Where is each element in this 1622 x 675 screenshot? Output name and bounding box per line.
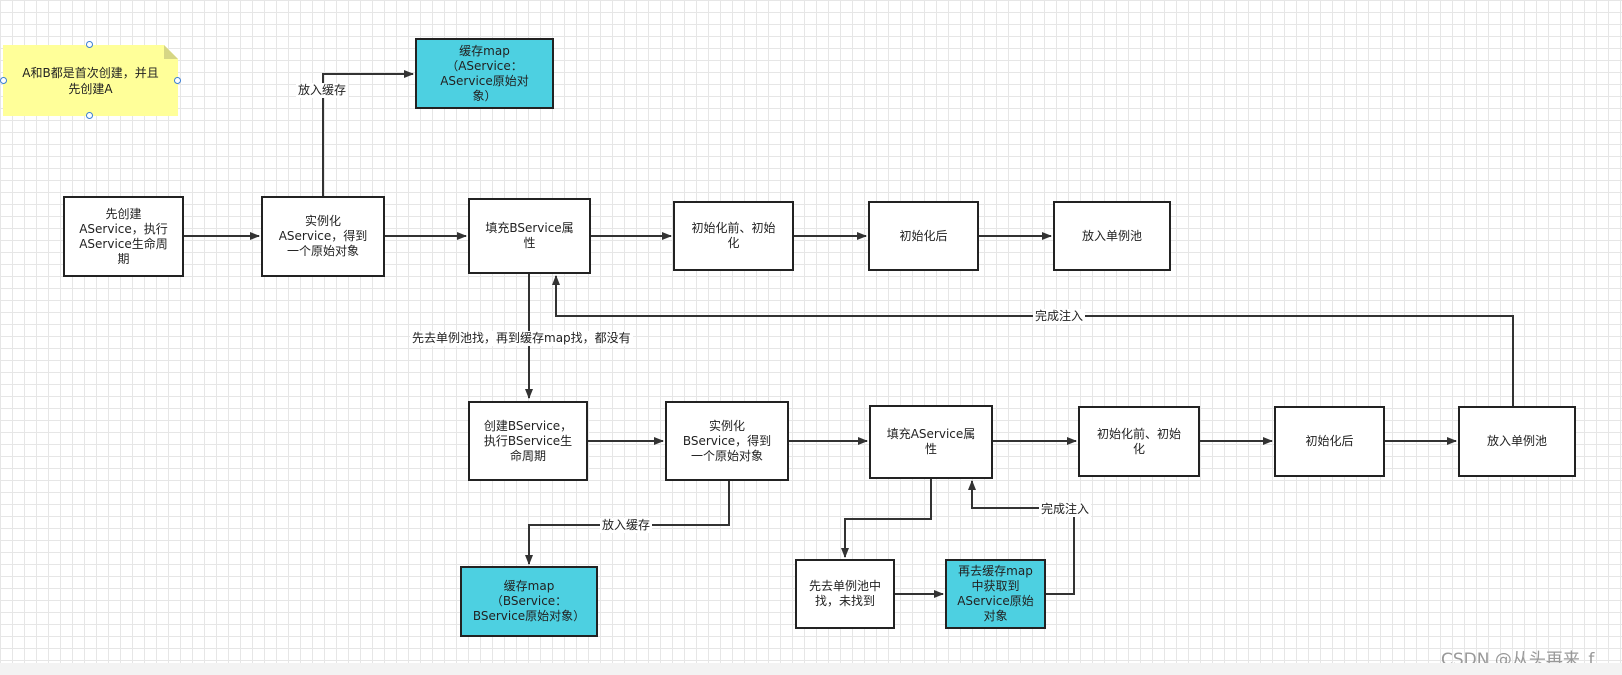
- bottom-scroll-strip: [0, 663, 1622, 675]
- sticky-note[interactable]: A和B都是首次创建，并且 先创建A: [3, 45, 178, 116]
- arrow-b-fill-to-find-pool: [841, 479, 932, 558]
- box-a-instantiate[interactable]: 实例化 AService，得到 一个原始对象: [261, 196, 385, 277]
- box-b-instantiate[interactable]: 实例化 BService，得到 一个原始对象: [665, 401, 789, 481]
- arrow-b-singleton-to-a-fill: [552, 275, 1514, 406]
- box-a-fill-bservice[interactable]: 填充BService属 性: [468, 198, 591, 274]
- label-complete-injection-outer: 完成注入: [1033, 309, 1086, 324]
- label-a-put-cache: 放入缓存: [296, 83, 349, 98]
- box-b-cache-map[interactable]: 缓存map （BService： BService原始对象）: [460, 566, 598, 637]
- box-b-preinit[interactable]: 初始化前、初始 化: [1078, 406, 1200, 477]
- selection-handle-left[interactable]: [0, 77, 7, 84]
- box-b-find-cache-map[interactable]: 再去缓存map 中获取到 AService原始 对象: [945, 559, 1046, 629]
- box-b-fill-aservice[interactable]: 填充AService属 性: [869, 405, 993, 479]
- box-b-create[interactable]: 创建BService， 执行BService生 命周期: [468, 401, 588, 481]
- box-b-find-singleton-pool[interactable]: 先去单例池中 找，未找到: [795, 559, 895, 629]
- box-a-preinit[interactable]: 初始化前、初始 化: [673, 201, 794, 271]
- arrow-a-instantiate-to-cache: [322, 70, 414, 196]
- box-a-postinit[interactable]: 初始化后: [868, 201, 979, 271]
- selection-handle-right[interactable]: [174, 77, 181, 84]
- box-b-singleton[interactable]: 放入单例池: [1458, 406, 1576, 477]
- box-a-singleton[interactable]: 放入单例池: [1053, 201, 1171, 271]
- box-a-cache-map[interactable]: 缓存map （AService： AService原始对 象）: [415, 38, 554, 109]
- selection-handle-bottom[interactable]: [86, 112, 93, 119]
- box-b-postinit[interactable]: 初始化后: [1274, 406, 1385, 477]
- label-b-put-cache: 放入缓存: [600, 518, 653, 533]
- box-a-create[interactable]: 先创建 AService，执行 AService生命周 期: [63, 196, 184, 277]
- label-complete-injection-inner: 完成注入: [1039, 502, 1092, 517]
- label-lookup-path: 先去单例池找，再到缓存map找，都没有: [410, 331, 633, 346]
- selection-handle-top[interactable]: [86, 41, 93, 48]
